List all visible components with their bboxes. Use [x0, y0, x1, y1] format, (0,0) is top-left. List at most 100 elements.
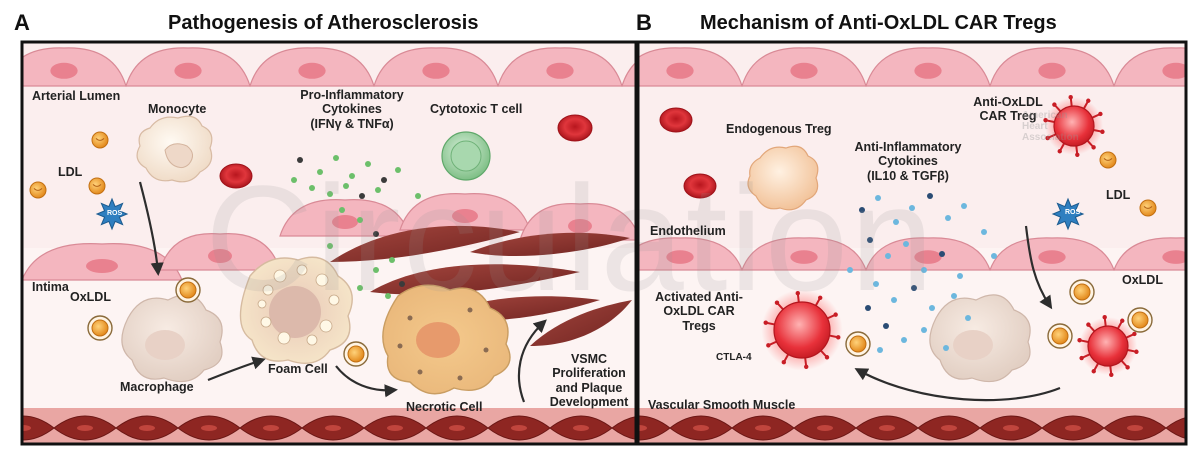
car-receptor — [766, 321, 775, 326]
ldl-mark — [1143, 206, 1153, 209]
arrow-ldl-to-oxldl-b — [1024, 225, 1053, 310]
cytokine-dot — [901, 337, 907, 343]
cytokine-dot — [943, 345, 949, 351]
panel-a-cells — [121, 115, 632, 395]
car-receptor-tip — [1125, 365, 1130, 370]
macrophage-cell-b — [929, 294, 1031, 383]
cytokine-dot — [927, 193, 933, 199]
smooth-muscle-cell — [1165, 417, 1186, 439]
foam-cell — [239, 256, 353, 364]
car-receptor — [768, 340, 777, 346]
oxldl-particle — [1127, 307, 1153, 333]
cytokine-dot — [333, 155, 339, 161]
oxldl-particle — [1047, 323, 1073, 349]
car-receptor — [783, 353, 790, 362]
cytokine-dot — [373, 267, 379, 273]
panel-b-frame — [636, 40, 1188, 446]
anti-inflammatory-line-2: Cytokines — [878, 154, 938, 169]
car-receptor — [804, 357, 808, 366]
car-receptor — [1082, 353, 1091, 359]
car-treg-body — [773, 301, 831, 359]
car-receptor-tip — [1077, 338, 1082, 343]
car-receptor-tip — [1100, 129, 1105, 134]
lipid-droplet — [273, 269, 287, 283]
panel-a-title: Pathogenesis of Atherosclerosis — [168, 12, 479, 34]
anti-inflammatory-line-1: Anti-Inflammatory — [854, 140, 962, 154]
car-receptor-tip — [1134, 349, 1139, 354]
cytokine-dot — [891, 297, 897, 303]
smooth-muscle-nucleus — [879, 425, 895, 431]
cytotoxic-t-cell — [441, 131, 491, 181]
aha-line-3: Association — [1022, 132, 1079, 143]
ros-burst — [1051, 197, 1085, 231]
smooth-muscle-nucleus — [449, 425, 465, 431]
smooth-muscle-nucleus — [511, 425, 527, 431]
cytokine-dot — [965, 315, 971, 321]
smooth-muscle-nucleus — [1065, 425, 1081, 431]
oxldl-core — [849, 335, 867, 353]
ros-label-a: ROS — [107, 210, 123, 217]
activated-line-1: Activated Anti- — [655, 290, 743, 304]
cytokine-dot — [317, 169, 323, 175]
cytokine-dot — [883, 323, 889, 329]
necrotic-cell-label: Necrotic Cell — [406, 400, 483, 414]
endothelial-nucleus — [666, 250, 694, 264]
cytokine-dot — [961, 203, 967, 209]
car-receptor — [1103, 318, 1107, 327]
smooth-muscle-nucleus — [638, 425, 647, 431]
debris-dots — [397, 307, 489, 381]
car-receptor — [1120, 360, 1128, 368]
endothelial-nucleus — [568, 219, 592, 233]
intima-label: Intima — [32, 280, 69, 294]
car-receptor — [1091, 113, 1100, 119]
oxldl-core — [347, 345, 365, 363]
cytokine-dot — [359, 193, 365, 199]
cytokine-dot — [309, 185, 315, 191]
cytokine-dot — [859, 207, 865, 213]
macrophage-label: Macrophage — [120, 380, 194, 394]
vsmc-line-2: Proliferation — [552, 366, 626, 381]
cytokine-dot — [885, 253, 891, 259]
lipid-droplet — [315, 273, 329, 287]
car-receptor-tip — [824, 355, 830, 360]
car-receptor-tip — [1086, 322, 1091, 327]
car-receptor — [829, 334, 838, 339]
car-receptor-tip — [1091, 145, 1096, 150]
car-receptor-tip — [1091, 369, 1096, 374]
car-receptor-tip — [781, 360, 787, 365]
endothelial-cell — [621, 61, 636, 87]
car-receptor — [1093, 128, 1102, 133]
ldl-mark — [33, 188, 43, 191]
red-blood-cell — [659, 107, 693, 133]
oxldl-core — [1131, 311, 1149, 329]
cytokine-dot — [929, 305, 935, 311]
vsmc-line-4: Development — [549, 395, 629, 410]
cytokine-dot — [921, 267, 927, 273]
endothelial-nucleus — [452, 209, 478, 223]
arrow-foam-to-necrotic — [335, 365, 398, 398]
endothelial-nucleus — [1162, 250, 1186, 264]
cytokine-dot — [327, 191, 333, 197]
cytokine-dot — [349, 173, 355, 179]
endogenous-treg — [747, 145, 819, 211]
smooth-muscle-cells-a — [22, 415, 636, 441]
car-receptor — [1046, 119, 1055, 124]
arrow-macrophage-to-foam — [207, 356, 266, 382]
cytokine-dot — [373, 231, 379, 237]
aha-watermark: American Heart Association — [1022, 110, 1079, 143]
debris-dot — [407, 315, 413, 321]
smooth-muscle-nucleus — [387, 425, 403, 431]
debris-dot — [457, 375, 463, 381]
arrow-vsmc-up — [517, 319, 547, 403]
activated-line-2: OxLDL CAR — [663, 304, 735, 319]
cytokine-dot — [291, 177, 297, 183]
arrows — [138, 181, 1061, 403]
activated-tregs-label: Activated Anti- OxLDL CAR Tregs — [644, 290, 754, 333]
smooth-muscle-nucleus — [1189, 425, 1200, 431]
endothelial-nucleus — [790, 62, 818, 79]
smooth-muscle-nucleus — [941, 425, 957, 431]
necrotic-cell — [382, 284, 511, 395]
aha-line-2: Heart — [1022, 121, 1048, 132]
car-treg-line-2: CAR Treg — [979, 109, 1037, 124]
